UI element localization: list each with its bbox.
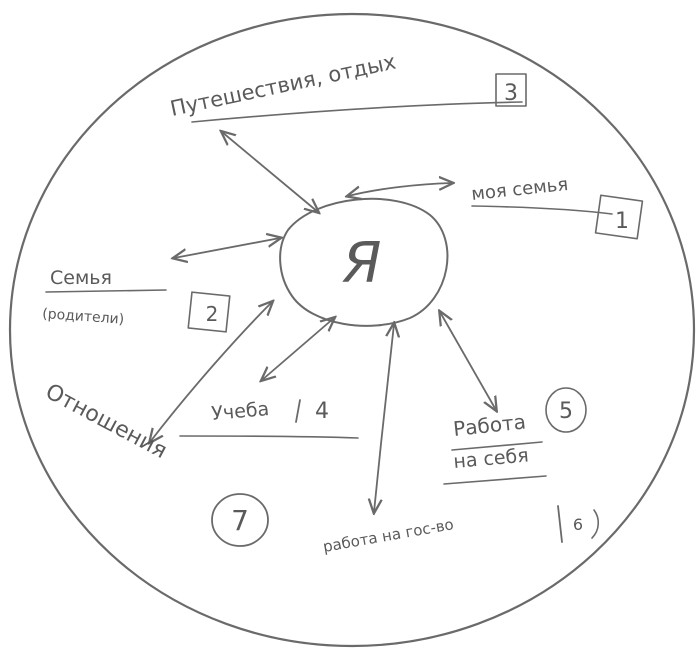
node-state-work: работа на гос-во 6	[322, 506, 599, 556]
arrow-parents-family	[174, 238, 280, 258]
node-travel-badge: 3	[504, 81, 518, 106]
node-travel-label: Путешествия, отдых	[168, 50, 398, 121]
node-study-underline	[180, 436, 358, 438]
node-parents-family-underline	[46, 290, 166, 292]
badge-divider	[296, 400, 300, 422]
node-relations-badge: 7	[231, 504, 249, 537]
arrow-study	[262, 318, 334, 380]
arrow-self-work	[440, 312, 496, 410]
node-state-work-label: работа на гос-во	[322, 515, 455, 556]
node-parents-family-label: Семья	[50, 267, 112, 289]
center-label: Я	[342, 231, 382, 296]
node-study: Учеба 4	[180, 398, 358, 438]
node-study-label: Учеба	[211, 398, 271, 425]
node-self-work-badge: 5	[559, 399, 573, 424]
node-relations-label: Отношения	[41, 379, 171, 464]
node-self-work-underline-2	[444, 476, 546, 484]
arrow-travel	[222, 132, 318, 212]
node-self-work: Работа на себя 5	[444, 388, 586, 484]
node-parents-family: Семья (родители) 2	[42, 267, 230, 332]
node-state-work-badge: 6	[573, 515, 583, 534]
node-study-badge: 4	[315, 399, 329, 424]
arrow-state-work	[374, 324, 394, 512]
node-state-work-bracket	[592, 510, 598, 538]
node-my-family: моя семья 1	[470, 174, 642, 239]
node-my-family-badge: 1	[615, 209, 629, 234]
node-parents-family-sublabel: (родители)	[42, 306, 125, 328]
node-self-work-label: Работа	[452, 409, 527, 440]
node-parents-family-badge: 2	[206, 302, 219, 326]
node-travel: Путешествия, отдых 3	[168, 50, 526, 122]
node-my-family-label: моя семья	[470, 174, 569, 205]
node-my-family-underline	[472, 206, 612, 214]
arrow-my-family	[348, 183, 452, 196]
badge-divider	[558, 506, 562, 542]
